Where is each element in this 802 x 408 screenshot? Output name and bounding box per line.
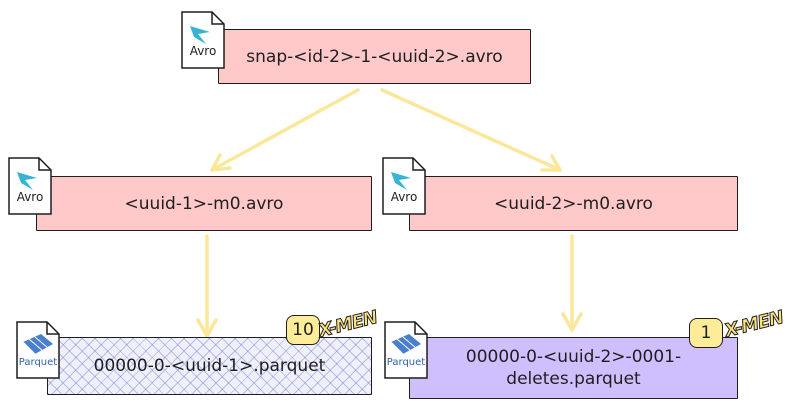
avro-icon-label: Avro xyxy=(189,44,217,58)
data-file-1-box: 00000-0-<uuid-1>.parquet xyxy=(47,337,372,395)
delete-file-box: 00000-0-<uuid-2>-0001-deletes.parquet xyxy=(409,337,738,399)
count-badge-value: 1 xyxy=(700,323,712,343)
parquet-icon-label: Parquet xyxy=(18,357,58,368)
data-file-1-label: 00000-0-<uuid-1>.parquet xyxy=(93,356,326,376)
manifest-2-box: <uuid-2>-m0.avro xyxy=(409,176,738,231)
count-badge-value: 10 xyxy=(292,320,314,340)
arrow-snap-to-manifest1 xyxy=(210,88,360,172)
count-badge: 1 xyxy=(689,318,723,348)
manifest-1-label: <uuid-1>-m0.avro xyxy=(124,193,284,214)
arrow-manifest2-to-data2 xyxy=(561,234,583,332)
manifest-2-label: <uuid-2>-m0.avro xyxy=(494,193,653,214)
arrow-snap-to-manifest2 xyxy=(380,88,562,172)
delete-file-label: 00000-0-<uuid-2>-0001-deletes.parquet xyxy=(465,347,682,389)
avro-icon-label: Avro xyxy=(390,190,418,204)
parquet-file-icon: Parquet xyxy=(383,320,429,380)
manifest-1-box: <uuid-1>-m0.avro xyxy=(36,176,372,231)
arrow-manifest1-to-data1 xyxy=(196,234,218,338)
snapshot-manifest-list-box: snap-<id-2>-1-<uuid-2>.avro xyxy=(218,29,531,84)
avro-file-icon: Avro xyxy=(381,156,427,216)
count-badge: 10 xyxy=(286,315,320,345)
snapshot-label: snap-<id-2>-1-<uuid-2>.avro xyxy=(246,46,503,67)
avro-icon-label: Avro xyxy=(16,190,44,204)
avro-file-icon: Avro xyxy=(180,10,226,70)
avro-file-icon: Avro xyxy=(7,156,53,216)
parquet-file-icon: Parquet xyxy=(15,320,61,380)
parquet-icon-label: Parquet xyxy=(386,357,426,368)
